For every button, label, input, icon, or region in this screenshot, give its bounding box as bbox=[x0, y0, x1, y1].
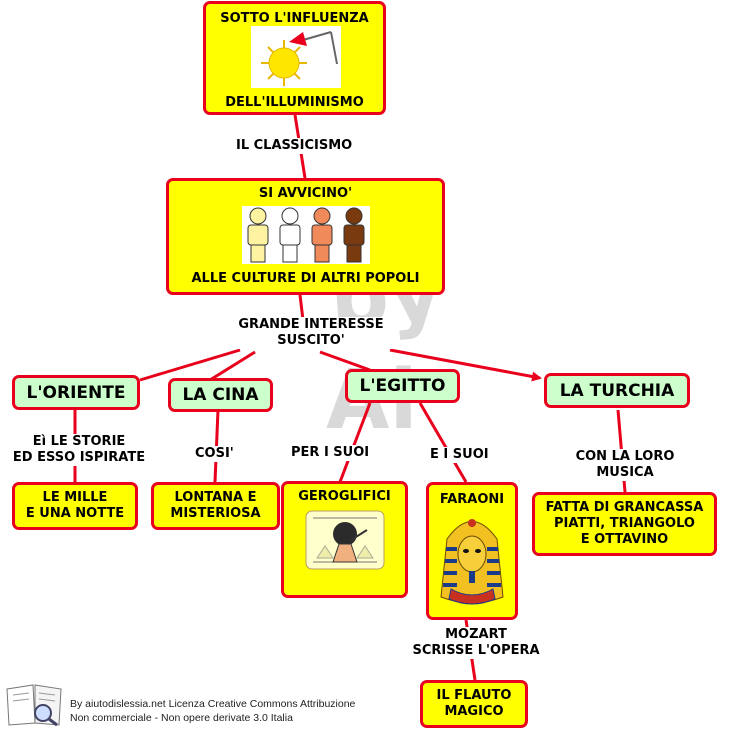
link-label-turchia: CON LA LORO MUSICA bbox=[563, 449, 687, 481]
node-egitto: L'EGITTO bbox=[345, 369, 460, 403]
link-interesse-egitto bbox=[319, 350, 371, 372]
link-middle-interesse bbox=[298, 294, 305, 321]
person-legs bbox=[346, 244, 362, 263]
node-grancassa: FATTA DI GRANCASSA PIATTI, TRIANGOLO E O… bbox=[532, 492, 717, 556]
license-footer: By aiutodislessia.net Licenza Creative C… bbox=[70, 697, 355, 725]
node-mille-notte-text: LE MILLE E UNA NOTTE bbox=[25, 490, 125, 521]
node-illuminismo-title2: DELL'ILLUMINISMO bbox=[225, 95, 364, 110]
node-grancassa-text: FATTA DI GRANCASSA PIATTI, TRIANGOLO E O… bbox=[545, 500, 704, 547]
node-flauto-magico: IL FLAUTO MAGICO bbox=[420, 680, 528, 728]
node-geroglifici: GEROGLIFICI bbox=[281, 481, 408, 598]
license-line1: By aiutodislessia.net Licenza Creative C… bbox=[70, 698, 356, 710]
person-body bbox=[247, 224, 269, 246]
person-head bbox=[249, 207, 267, 225]
node-turchia: LA TURCHIA bbox=[544, 373, 690, 408]
person-body bbox=[311, 224, 333, 246]
node-egitto-title: L'EGITTO bbox=[359, 376, 446, 396]
pharaoh-mask-icon bbox=[440, 519, 504, 605]
person-legs bbox=[250, 244, 266, 263]
person-head bbox=[345, 207, 363, 225]
link-interesse-oriente bbox=[139, 348, 241, 382]
node-lontana: LONTANA E MISTERIOSA bbox=[151, 482, 280, 530]
link-label-oriente: Eì LE STORIE ED ESSO ISPIRATE bbox=[2, 434, 156, 466]
link-label-interesse: GRANDE INTERESSE SUSCITO' bbox=[226, 317, 396, 349]
link-label-classicismo: IL CLASSICISMO bbox=[234, 138, 355, 154]
node-cina-title: LA CINA bbox=[182, 385, 259, 405]
person-legs bbox=[314, 244, 330, 263]
person-body bbox=[343, 224, 365, 246]
hieroglyph-writer-icon bbox=[305, 510, 385, 570]
node-turchia-title: LA TURCHIA bbox=[559, 380, 675, 401]
license-line2: Non commerciale - Non opere derivate 3.0… bbox=[70, 712, 293, 724]
people-icon bbox=[242, 206, 370, 264]
person-body bbox=[279, 224, 301, 246]
link-interesse-turchia bbox=[389, 348, 542, 382]
person-head bbox=[281, 207, 299, 225]
link-label-egitto-3: MOZART SCRISSE L'OPERA bbox=[400, 627, 552, 659]
link-interesse-cina bbox=[209, 350, 256, 382]
node-flauto-magico-text: IL FLAUTO MAGICO bbox=[436, 688, 512, 719]
node-culture: SI AVVICINO' ALLE CULTURE DI ALTRI POPOL… bbox=[166, 178, 445, 295]
sun-lamp-icon bbox=[251, 26, 341, 88]
node-culture-title2: ALLE CULTURE DI ALTRI POPOLI bbox=[191, 271, 420, 286]
link-label-egitto-2: E I SUOI bbox=[428, 447, 491, 463]
node-illuminismo: SOTTO L'INFLUENZA DELL'ILLUMINISMO bbox=[203, 1, 386, 115]
book-logo-icon bbox=[6, 684, 62, 727]
node-oriente-title: L'ORIENTE bbox=[26, 382, 126, 403]
link-label-cina: COSI' bbox=[193, 446, 236, 462]
node-lontana-text: LONTANA E MISTERIOSA bbox=[170, 490, 261, 521]
node-faraoni: FARAONI bbox=[426, 482, 518, 620]
node-culture-title1: SI AVVICINO' bbox=[258, 186, 353, 201]
node-geroglifici-title: GEROGLIFICI bbox=[298, 489, 391, 504]
link-label-egitto-1: PER I SUOI bbox=[289, 445, 372, 461]
person-legs bbox=[282, 244, 298, 263]
node-cina: LA CINA bbox=[168, 378, 273, 412]
link-egitto-faraoni bbox=[418, 402, 468, 483]
node-mille-notte: LE MILLE E UNA NOTTE bbox=[12, 482, 138, 530]
node-faraoni-title: FARAONI bbox=[439, 492, 505, 507]
link-egitto-geroglifici bbox=[338, 402, 372, 483]
person-head bbox=[313, 207, 331, 225]
node-illuminismo-title1: SOTTO L'INFLUENZA bbox=[220, 11, 369, 26]
node-oriente: L'ORIENTE bbox=[12, 375, 140, 410]
